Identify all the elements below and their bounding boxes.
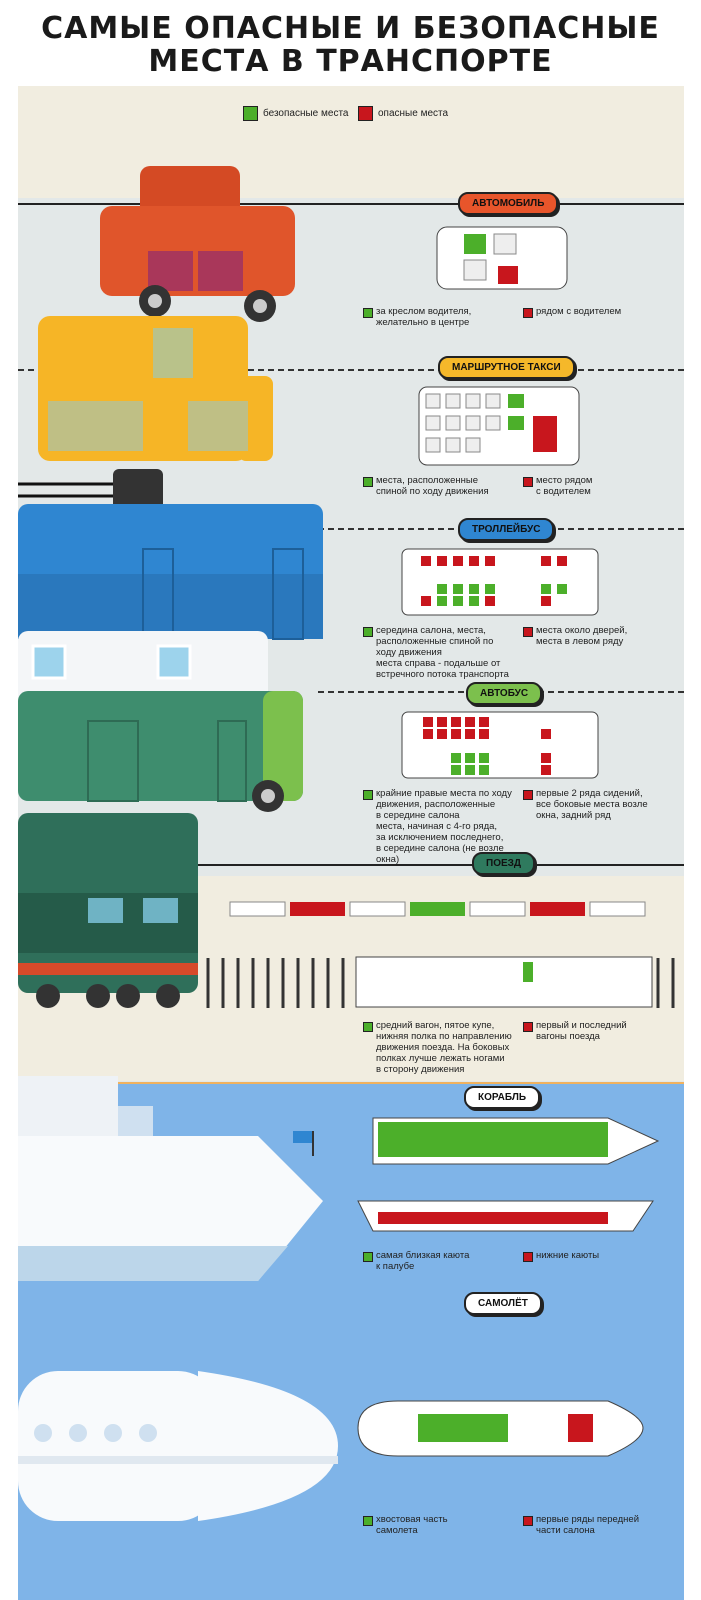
car-safe-text: за креслом водителя, желательно в центре: [376, 306, 472, 328]
car-danger-text: рядом с водителем: [536, 306, 622, 317]
page-title: САМЫЕ ОПАСНЫЕ И БЕЗОПАСНЫЕ МЕСТА В ТРАНС…: [0, 12, 701, 78]
ship-deck-diagram: [353, 1116, 663, 1236]
lane-divider-1: [18, 369, 684, 371]
train-car-seat-diagram: [355, 956, 655, 1011]
bus-danger-text: первые 2 ряда сидений, все боковые места…: [536, 788, 648, 821]
sand-strip-top: [18, 86, 684, 198]
danger-marker: [523, 790, 533, 800]
safe-marker: [363, 627, 373, 637]
bus-illustration: [18, 631, 308, 821]
ship-illustration: [18, 1076, 338, 1316]
car-safe-note: за креслом водителя, желательно в центре: [363, 306, 518, 328]
section-label-trolleybus: ТРОЛЛЕЙБУС: [458, 518, 555, 541]
trolleybus-seat-diagram: [401, 548, 601, 618]
car-seat-diagram: [436, 226, 571, 291]
trolleybus-illustration: [18, 464, 338, 644]
danger-marker: [523, 477, 533, 487]
bus-safe-text: крайние правые места по ходу движения, р…: [376, 788, 512, 865]
title-line-2: МЕСТА В ТРАНСПОРТЕ: [148, 44, 553, 79]
plane-illustration: [18, 1351, 348, 1541]
bus-danger-note: первые 2 ряда сидений, все боковые места…: [523, 788, 668, 821]
train-illustration: [18, 813, 678, 1013]
safe-marker: [363, 1252, 373, 1262]
minibus-safe-text: места, расположенные спиной по ходу движ…: [376, 475, 489, 497]
safe-marker: [363, 477, 373, 487]
minibus-danger-text: место рядом с водителем: [536, 475, 593, 497]
trolleybus-safe-note: середина салона, места, расположенные сп…: [363, 625, 523, 680]
ship-danger-text: нижние каюты: [536, 1250, 600, 1261]
danger-marker: [523, 308, 533, 318]
legend-danger-swatch: [358, 106, 373, 121]
trolleybus-danger-text: места около дверей, места в левом ряду: [536, 625, 628, 647]
train-danger-note: первый и последний вагоны поезда: [523, 1020, 668, 1042]
legend-danger-label: опасные места: [378, 108, 449, 119]
road-edge-top: [18, 203, 684, 205]
section-label-minibus: МАРШРУТНОЕ ТАКСИ: [438, 356, 575, 379]
plane-danger-text: первые ряды передней части салона: [536, 1514, 640, 1536]
train-cars-diagram: [228, 898, 678, 920]
ship-safe-note: самая близкая каюта к палубе: [363, 1250, 513, 1272]
safe-marker: [363, 790, 373, 800]
legend-safe-swatch: [243, 106, 258, 121]
title-line-1: САМЫЕ ОПАСНЫЕ И БЕЗОПАСНЫЕ: [41, 11, 660, 46]
section-label-car: АВТОМОБИЛЬ: [458, 192, 559, 215]
bus-seat-diagram: [401, 711, 601, 781]
minibus-safe-note: места, расположенные спиной по ходу движ…: [363, 475, 518, 497]
plane-safe-text: хвостовая часть самолета: [376, 1514, 448, 1536]
bus-safe-note: крайние правые места по ходу движения, р…: [363, 788, 528, 865]
legend-danger: опасные места: [358, 106, 448, 121]
plane-safe-note: хвостовая часть самолета: [363, 1514, 513, 1536]
minibus-illustration: [38, 316, 278, 466]
section-label-bus: АВТОБУС: [466, 682, 543, 705]
train-safe-text: средний вагон, пятое купе, нижняя полка …: [376, 1020, 512, 1075]
trolleybus-safe-text: середина салона, места, расположенные сп…: [376, 625, 509, 680]
infographic-panel: безопасные места опасные места: [18, 86, 684, 1600]
car-illustration: [100, 166, 300, 326]
car-danger-note: рядом с водителем: [523, 306, 668, 318]
safe-marker: [363, 1022, 373, 1032]
safe-marker: [363, 1516, 373, 1526]
minibus-danger-note: место рядом с водителем: [523, 475, 668, 497]
trolleybus-danger-note: места около дверей, места в левом ряду: [523, 625, 668, 647]
section-label-ship: КОРАБЛЬ: [464, 1086, 541, 1109]
section-label-plane: САМОЛЁТ: [464, 1292, 542, 1315]
train-danger-text: первый и последний вагоны поезда: [536, 1020, 627, 1042]
train-safe-note: средний вагон, пятое купе, нижняя полка …: [363, 1020, 523, 1075]
safe-marker: [363, 308, 373, 318]
danger-marker: [523, 1252, 533, 1262]
ship-safe-text: самая близкая каюта к палубе: [376, 1250, 470, 1272]
legend-safe-label: безопасные места: [263, 108, 349, 119]
road-edge-bottom: [198, 864, 684, 866]
danger-marker: [523, 1516, 533, 1526]
ship-danger-note: нижние каюты: [523, 1250, 668, 1262]
plane-seat-diagram: [348, 1396, 648, 1461]
danger-marker: [523, 1022, 533, 1032]
plane-danger-note: первые ряды передней части салона: [523, 1514, 668, 1536]
section-label-train: ПОЕЗД: [472, 852, 536, 875]
danger-marker: [523, 627, 533, 637]
minibus-seat-diagram: [418, 386, 583, 468]
legend-safe: безопасные места: [243, 106, 348, 121]
